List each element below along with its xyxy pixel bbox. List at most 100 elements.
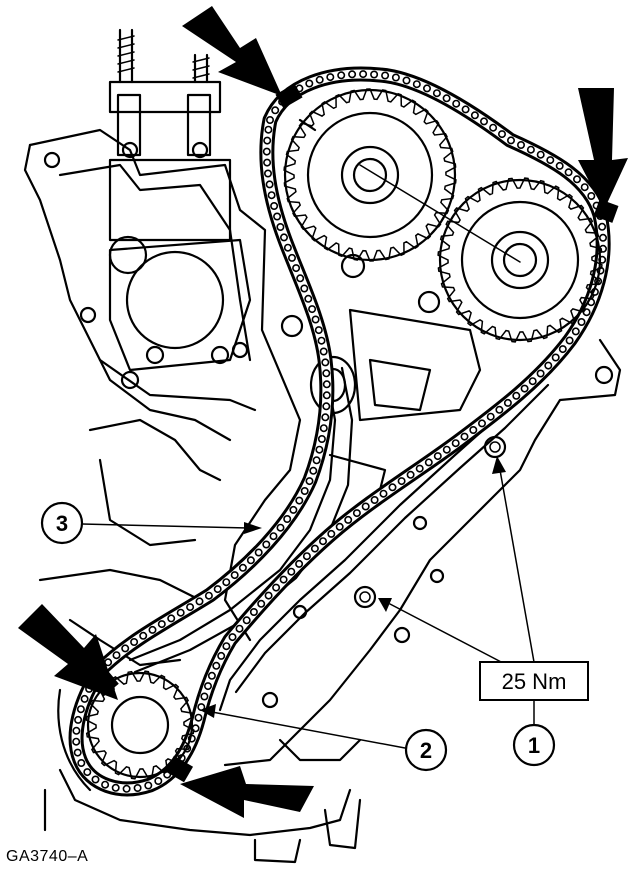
chain-link [311, 315, 320, 324]
chain-link [246, 556, 255, 565]
sprocket-teeth-right [437, 177, 603, 343]
arrow-top-right [578, 88, 628, 210]
chain-link [564, 168, 573, 177]
chain-link [195, 597, 204, 606]
chain-link [503, 398, 512, 407]
chain-link [451, 439, 460, 448]
chain-link [304, 294, 313, 303]
chain-link [379, 489, 388, 498]
chain-link [381, 71, 390, 80]
chain-link [273, 212, 282, 221]
chain-link [580, 183, 589, 192]
chain-link [571, 327, 580, 336]
chain-link [122, 784, 131, 793]
chain-link [121, 644, 130, 653]
chain-link [412, 80, 421, 89]
chain-link [101, 780, 110, 789]
chain-link [348, 70, 357, 79]
chain-link [254, 548, 263, 557]
chain-link [370, 495, 379, 504]
chain-link [264, 125, 273, 134]
chain-link [222, 578, 231, 587]
chain-link [486, 412, 495, 421]
chain-link [424, 458, 433, 467]
chain-link [133, 783, 142, 792]
bracket-assembly [108, 28, 252, 390]
chain-link [217, 651, 226, 660]
chain-link [200, 692, 209, 701]
arrow-bottom-left [18, 604, 118, 700]
chain-link [565, 336, 574, 345]
camshaft-sprocket-right [359, 164, 603, 343]
chain-link [516, 141, 525, 150]
chain-link [267, 191, 276, 200]
chain-link [111, 783, 120, 792]
chain-link [322, 402, 331, 411]
chain-link [506, 136, 515, 145]
chain-link [479, 117, 488, 126]
chain-link [555, 161, 564, 170]
chain-link [300, 486, 309, 495]
svg-text:2: 2 [420, 738, 432, 763]
chain-link [287, 253, 296, 262]
callout-leaders [81, 456, 535, 749]
chain-link [77, 758, 86, 767]
sprocket-teeth-left [283, 88, 457, 262]
callout-3: 3 [40, 501, 84, 545]
chain-link [272, 583, 281, 592]
chain-link [406, 470, 415, 479]
chain-link [469, 425, 478, 434]
chain-link [546, 156, 555, 165]
chain-link [194, 713, 203, 722]
chain-link [495, 405, 504, 414]
chain-guide [218, 338, 622, 767]
chain-link [544, 361, 553, 370]
chain-link [536, 369, 545, 378]
chain-link [452, 99, 461, 108]
chain-link [520, 384, 529, 393]
chain-link [139, 631, 148, 640]
chain-link [230, 571, 239, 580]
chain-link [319, 347, 328, 356]
chain-link [157, 620, 166, 629]
chain-link [308, 305, 317, 314]
callout-1: 1 [512, 723, 556, 767]
chain-link [526, 145, 535, 154]
chain-link [213, 585, 222, 594]
chain-link [74, 715, 83, 724]
chain-link [295, 559, 304, 568]
chain-link [176, 608, 185, 617]
chain-link [433, 452, 442, 461]
chain-link [310, 544, 319, 553]
chain-link [235, 624, 244, 633]
chain-link [204, 682, 213, 691]
chain-link [528, 377, 537, 386]
chain-link [91, 775, 100, 784]
sprocket-tooth-profile [437, 177, 603, 343]
svg-text:3: 3 [56, 511, 68, 536]
chain-link [72, 737, 81, 746]
chain-link [148, 625, 157, 634]
chain-link [262, 540, 271, 549]
chain-link [154, 776, 163, 785]
chain-link [186, 603, 195, 612]
chain-link [315, 445, 324, 454]
chain-link [222, 642, 231, 651]
chain-link [322, 369, 331, 378]
chain-link [263, 169, 272, 178]
chain-link [309, 466, 318, 475]
chain-link [263, 158, 272, 167]
engine-block-outline [23, 128, 362, 864]
chain-link [269, 532, 278, 541]
svg-text:1: 1 [528, 733, 540, 758]
chain-link [536, 150, 545, 159]
chain-link [279, 575, 288, 584]
sprocket-tooth-profile [283, 88, 457, 262]
chain-link [305, 79, 314, 88]
chain-link [276, 523, 285, 532]
chain-link [270, 202, 279, 211]
chain-link [265, 180, 274, 189]
torque-spec-label: 25 Nm [502, 669, 567, 694]
chain-link [572, 175, 581, 184]
chain-link [296, 274, 305, 283]
